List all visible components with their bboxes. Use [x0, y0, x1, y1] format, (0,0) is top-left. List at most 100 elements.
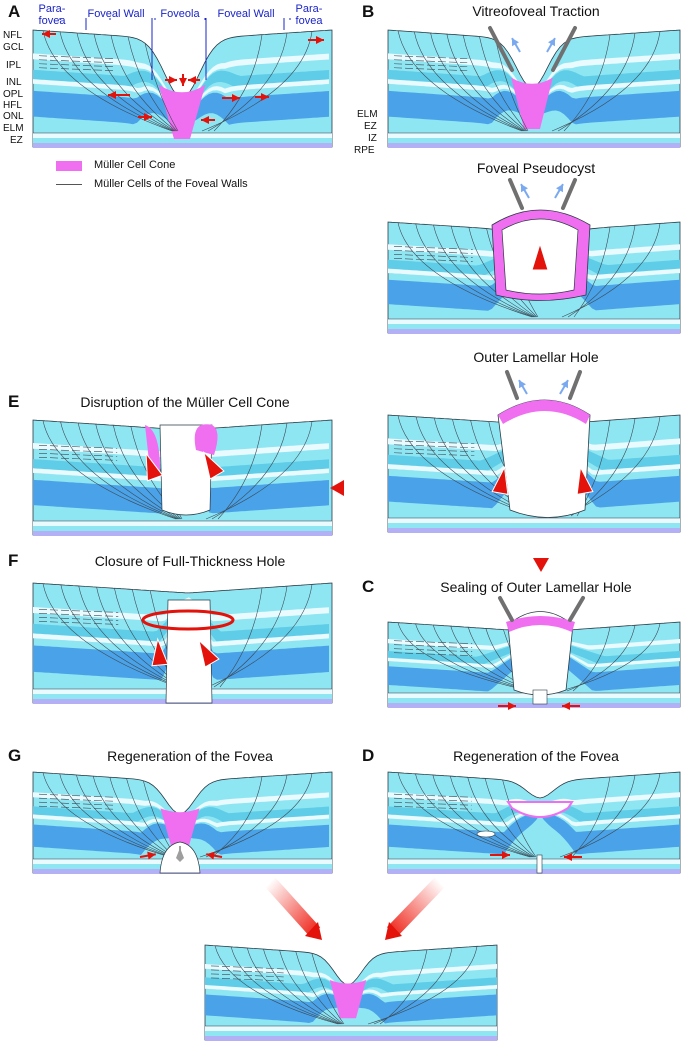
retina-g-plexiform — [38, 801, 114, 806]
retina-d-band — [388, 805, 680, 855]
tether-b-left — [488, 26, 514, 72]
retina-d-muller-cell — [502, 779, 537, 858]
retina-b3-plexiform — [393, 452, 475, 457]
retina-g-muller-cell — [42, 772, 171, 858]
layer-label-opl: OPL — [3, 89, 24, 100]
retina-final-rpe — [205, 1036, 497, 1041]
retina-d-band — [388, 804, 680, 827]
retina-a-plexiform — [38, 59, 115, 64]
layer-label-b-elm: ELM — [357, 109, 378, 120]
retina-d-body — [387, 771, 681, 874]
legend-cone-swatch — [56, 161, 82, 171]
retina-g-muller-cell — [59, 773, 172, 858]
panel-title-f: Closure of Full-Thickness Hole — [94, 553, 286, 569]
retina-b3-plexiform — [393, 440, 475, 445]
panel-final — [204, 944, 498, 1041]
arrow-a-2-head — [316, 36, 324, 44]
retina-d-muller-cell — [484, 778, 536, 858]
flow-arrow-g-to-final — [264, 877, 321, 937]
layer-label-b-ez: EZ — [364, 121, 377, 132]
panel-f — [32, 582, 333, 704]
retina-b-muller-cell — [462, 35, 527, 132]
retina-d — [387, 771, 681, 874]
retina-b-muller-cone — [511, 77, 553, 129]
zone-parafovea-right: Para- fovea — [296, 3, 323, 27]
panel-c — [387, 596, 681, 710]
retina-b2-band — [388, 252, 680, 311]
retina-b-ez — [388, 133, 680, 138]
layer-label-nfl: NFL — [3, 30, 22, 41]
retina-b-muller-cell — [563, 34, 611, 132]
legend-cells-label: Müller Cells of the Foveal Walls — [94, 178, 248, 190]
retina-d-band — [388, 792, 680, 806]
arrow-a-1-head — [42, 30, 50, 38]
panel-letter-b: B — [362, 2, 375, 21]
retina-e-muller-cell — [42, 420, 177, 520]
retina-b3-rpe — [388, 528, 680, 533]
retina-g — [32, 771, 333, 874]
retina-f-band — [33, 597, 329, 622]
retina-final-iz — [205, 1031, 497, 1036]
arrow-a-10-head — [201, 116, 209, 124]
retina-g-plexiform — [38, 805, 114, 810]
retina-c-muller-cell — [572, 626, 611, 692]
retina-b-band — [388, 69, 680, 101]
arrow-a-5-head — [179, 78, 187, 86]
retina-a-muller-cell — [110, 35, 177, 132]
arrow-g-left-head — [147, 851, 156, 860]
retina-b-plexiform — [393, 63, 468, 68]
retina-b-muller-cell — [479, 36, 528, 132]
retina-b3-plexiform — [393, 448, 475, 453]
retina-a-band — [33, 79, 329, 110]
muller-cone-c — [506, 616, 575, 632]
panel-title-c: Sealing of Outer Lamellar Hole — [440, 579, 632, 595]
tether-b2-right — [561, 178, 577, 210]
arrow-d-right-head — [564, 853, 572, 861]
arrow-a-9-head — [144, 113, 152, 121]
arrow-a-8-head — [261, 93, 269, 101]
panel-b3 — [387, 370, 681, 533]
retina-a-band — [33, 53, 329, 105]
arrow-d-left-head — [502, 851, 510, 859]
retina-e-plexiform — [38, 449, 118, 453]
outer-gap-d — [536, 854, 543, 874]
retina-a — [32, 29, 333, 148]
retina-e — [32, 419, 333, 536]
retina-b2-muller-cell — [573, 227, 611, 318]
retina-e-plexiform — [38, 445, 118, 449]
panel-b2 — [387, 178, 681, 334]
arrow-c-left-head — [508, 702, 516, 710]
arrow-g-right-head — [206, 851, 215, 860]
retina-b2-muller-cell — [450, 226, 536, 318]
retina-b2-ez — [388, 319, 680, 324]
retina-b-plexiform — [393, 59, 468, 64]
retina-e-band — [33, 437, 329, 481]
tether-b-right — [551, 26, 577, 72]
retina-g-muller-cell — [109, 777, 175, 858]
red-tri-b3-left — [491, 465, 509, 495]
retina-e-rpe — [33, 531, 332, 536]
red-tri-f-right — [198, 639, 220, 668]
retina-b-muller-cell — [495, 40, 529, 132]
retina-a-muller-cell — [93, 34, 176, 132]
retina-b3-iz — [388, 523, 680, 528]
panel-title-g: Regeneration of the Fovea — [107, 748, 273, 764]
red-tri-b3-right — [576, 465, 594, 495]
retina-b2-plexiform — [393, 254, 473, 258]
panel-title-e: Disruption of the Müller Cell Cone — [80, 394, 290, 410]
retina-b2-plexiform — [393, 258, 473, 262]
retina-b2-muller-cell — [433, 224, 535, 318]
retina-g-band — [33, 814, 329, 828]
tether-c-right — [568, 596, 585, 622]
retina-c-plexiform — [393, 648, 473, 652]
retina-d-rpe — [388, 869, 680, 874]
retina-c-muller-cell — [415, 623, 533, 692]
closure-ring — [141, 609, 235, 631]
retina-a-muller-cell — [213, 34, 263, 132]
retina-f-muller-cell — [78, 585, 181, 688]
retina-c-plexiform — [393, 640, 473, 644]
blue-arrow-b3-1-head — [519, 380, 526, 389]
zone-foveal-wall-right: Foveal Wall — [217, 8, 275, 20]
retina-b-muller-cell — [413, 31, 524, 132]
